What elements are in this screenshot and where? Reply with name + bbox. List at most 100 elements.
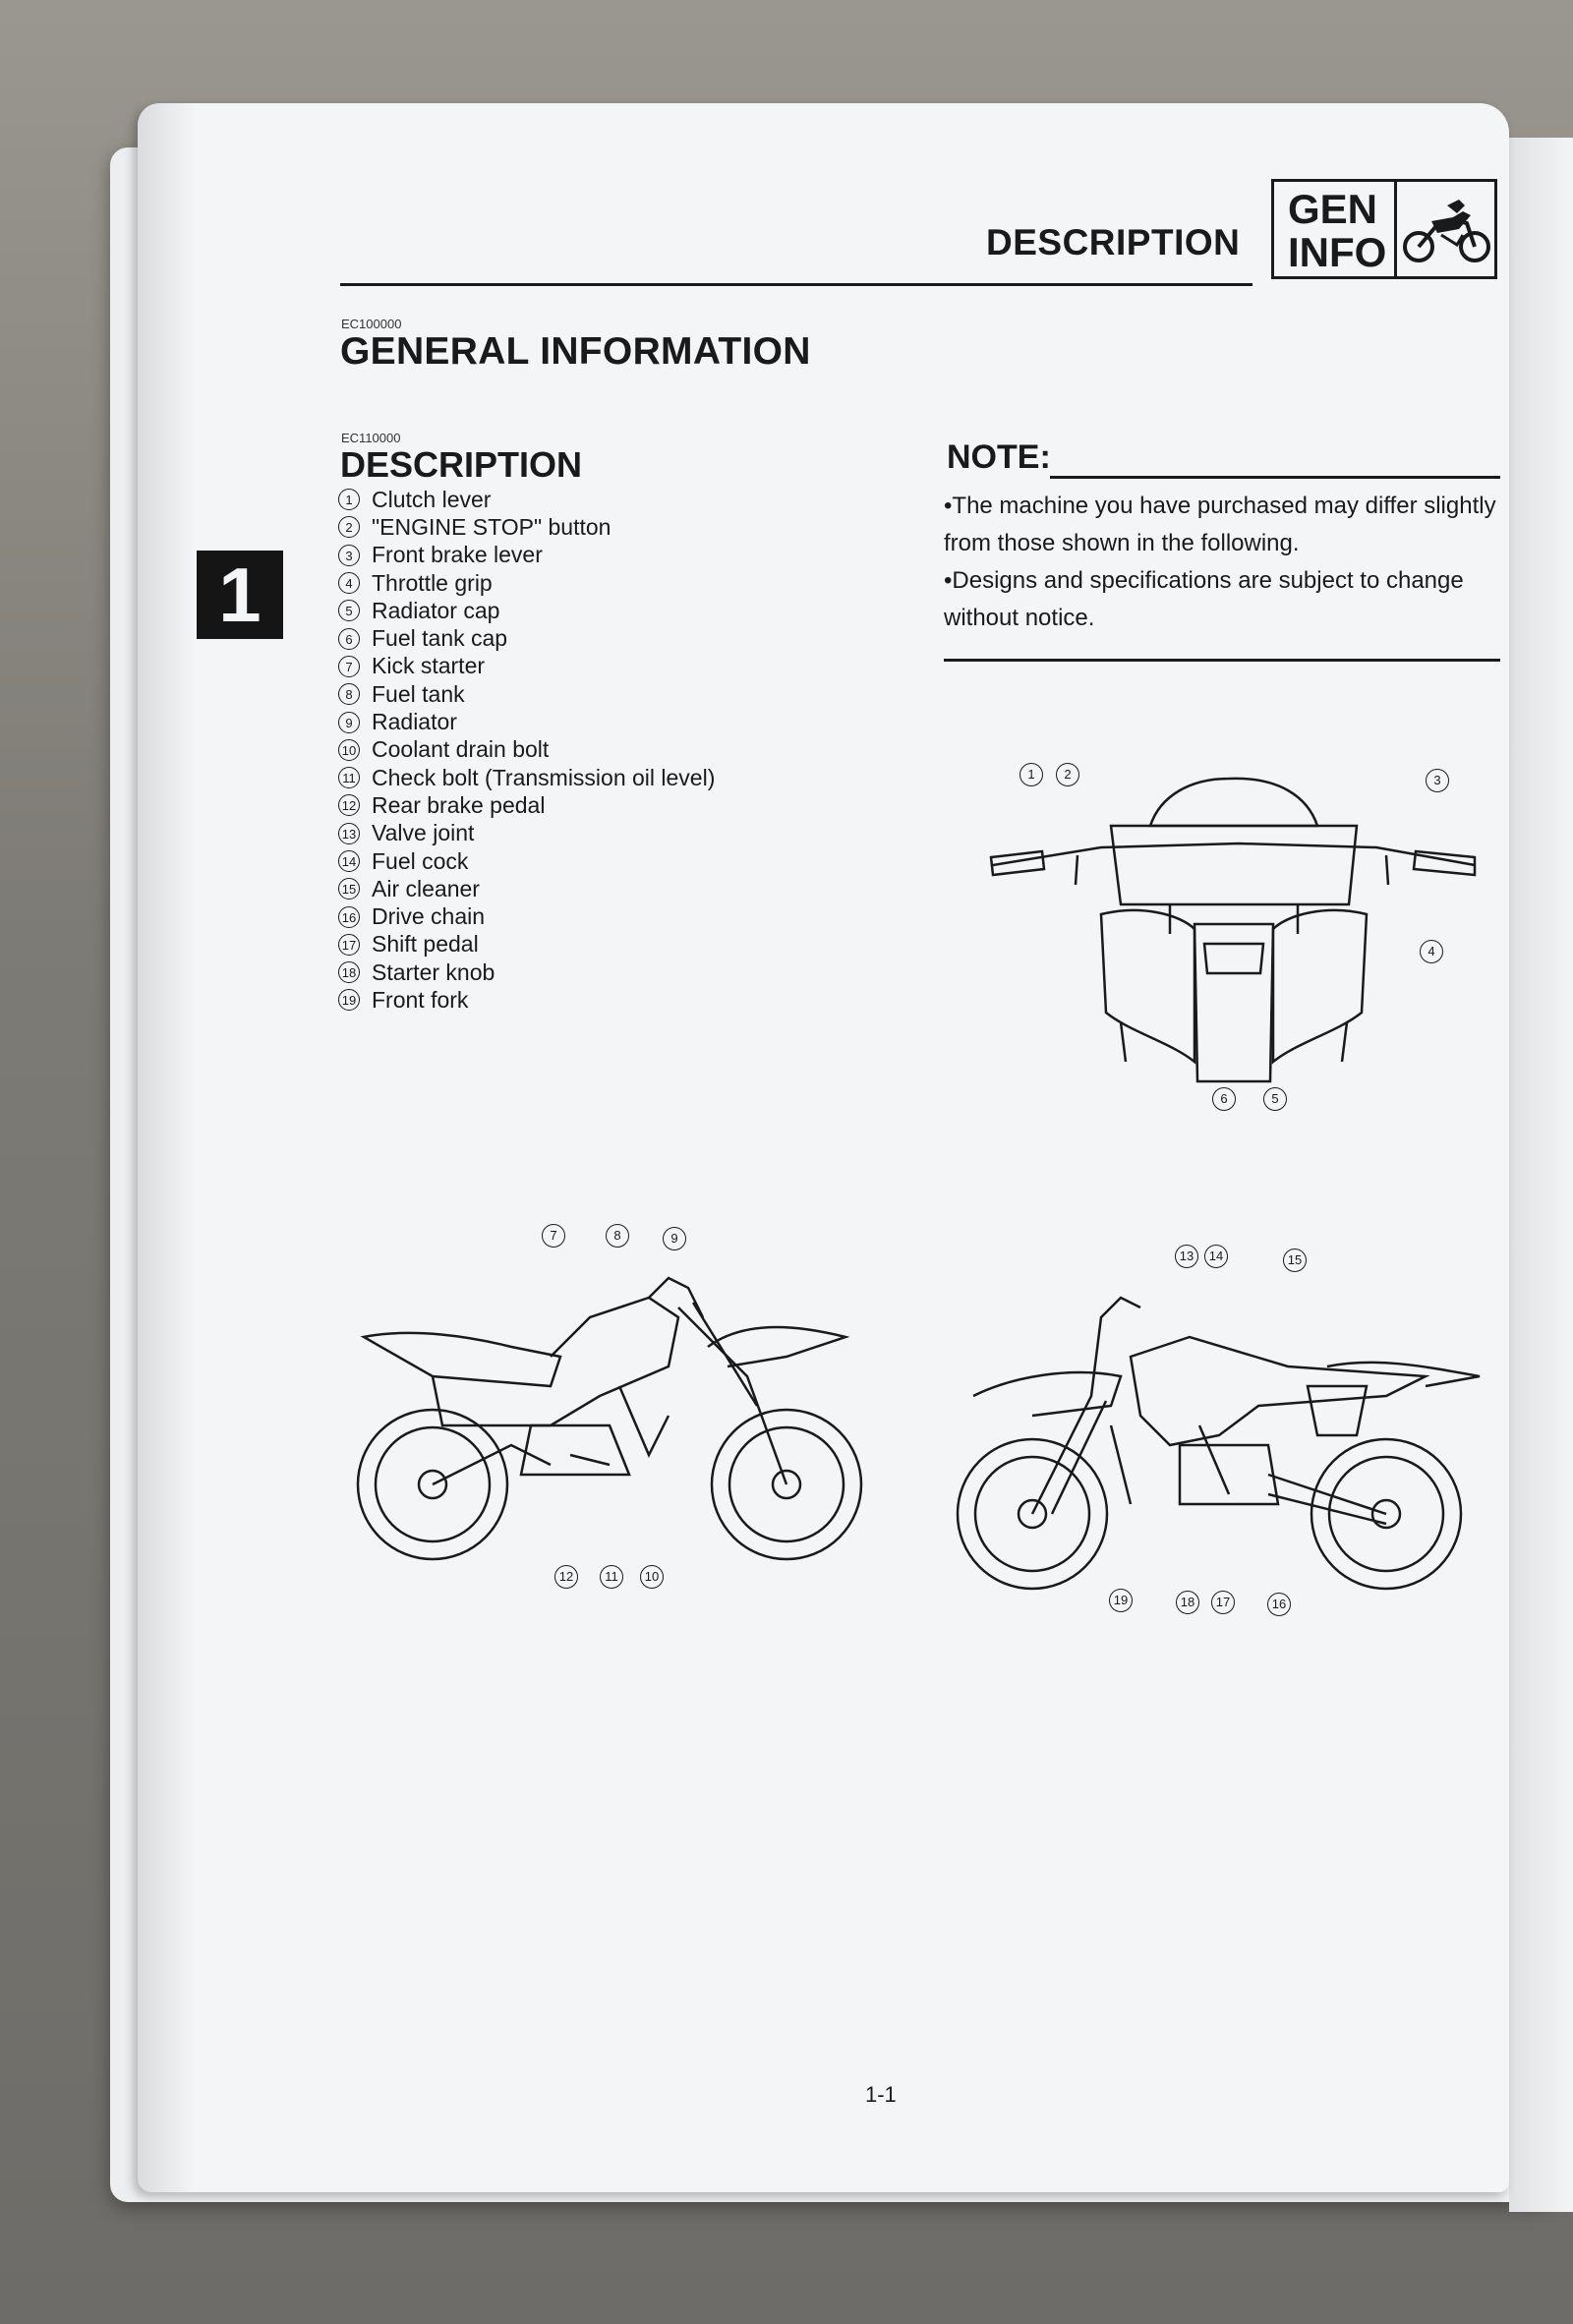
item-label: Fuel tank <box>372 680 465 707</box>
callout-2: 2 <box>1056 763 1079 786</box>
item-number: 7 <box>338 655 360 677</box>
subsection-code: EC110000 <box>341 431 401 445</box>
item-label: Clutch lever <box>372 486 492 512</box>
note-bullet: •The machine you have purchased may diff… <box>944 493 1496 556</box>
callout-9: 9 <box>663 1227 686 1250</box>
callout-4: 4 <box>1420 940 1443 963</box>
callout-18: 18 <box>1176 1591 1199 1614</box>
list-item: 2 "ENGINE STOP" button <box>338 513 715 541</box>
item-label: Starter knob <box>372 959 495 985</box>
list-item: 8 Fuel tank <box>338 680 715 708</box>
item-label: Fuel cock <box>372 847 469 874</box>
item-number: 19 <box>338 989 360 1012</box>
item-number: 4 <box>338 572 360 595</box>
item-label: "ENGINE STOP" button <box>372 513 612 540</box>
callout-3: 3 <box>1426 769 1449 792</box>
page-title: GENERAL INFORMATION <box>340 330 811 373</box>
item-number: 16 <box>338 905 360 928</box>
item-label: Front brake lever <box>372 542 543 568</box>
callout-16: 16 <box>1267 1593 1291 1616</box>
chapter-tab: 1 <box>197 551 283 639</box>
list-item: 19 Front fork <box>338 986 715 1014</box>
item-label: Check bolt (Transmission oil level) <box>372 764 716 790</box>
front-view-illustration <box>989 777 1477 1083</box>
item-number: 9 <box>338 711 360 733</box>
item-label: Throttle grip <box>372 569 493 596</box>
list-item: 6 Fuel tank cap <box>338 624 715 652</box>
item-number: 10 <box>338 738 360 761</box>
list-item: 16 Drive chain <box>338 902 715 930</box>
header-rule <box>340 283 1253 286</box>
callout-13: 13 <box>1175 1245 1198 1268</box>
callout-19: 19 <box>1109 1589 1133 1612</box>
callout-14: 14 <box>1204 1245 1228 1268</box>
note-title: NOTE: <box>947 438 1051 476</box>
callout-1: 1 <box>1020 763 1043 786</box>
callout-12: 12 <box>554 1565 578 1589</box>
badge-text: GEN INFO <box>1288 188 1386 274</box>
description-heading: DESCRIPTION <box>340 444 583 485</box>
note-bullet: •Designs and specifications are subject … <box>944 567 1464 631</box>
item-number: 1 <box>338 489 360 511</box>
page-number: 1-1 <box>865 2082 897 2107</box>
list-item: 9 Radiator <box>338 708 715 735</box>
list-item: 4 Throttle grip <box>338 569 715 597</box>
item-label: Air cleaner <box>372 875 480 901</box>
list-item: 18 Starter knob <box>338 959 715 986</box>
item-number: 18 <box>338 961 360 984</box>
item-label: Radiator <box>372 709 457 735</box>
item-label: Valve joint <box>372 820 475 846</box>
page-gutter-shadow <box>138 103 197 2192</box>
section-code: EC100000 <box>341 317 402 331</box>
list-item: 5 Radiator cap <box>338 597 715 624</box>
item-label: Rear brake pedal <box>372 791 546 818</box>
item-number: 3 <box>338 544 360 566</box>
list-item: 1 Clutch lever <box>338 486 715 513</box>
item-label: Fuel tank cap <box>372 625 508 652</box>
item-number: 15 <box>338 878 360 901</box>
item-label: Shift pedal <box>372 931 479 958</box>
item-number: 13 <box>338 822 360 844</box>
item-number: 8 <box>338 683 360 706</box>
item-label: Drive chain <box>372 903 486 930</box>
list-item: 10 Coolant drain bolt <box>338 736 715 764</box>
page-stack-edge <box>1509 138 1573 2212</box>
badge-line2: INFO <box>1288 229 1387 275</box>
list-item: 15 Air cleaner <box>338 875 715 902</box>
section-header: DESCRIPTION <box>986 222 1241 262</box>
item-label: Radiator cap <box>372 597 500 623</box>
manual-page <box>138 103 1509 2192</box>
callout-8: 8 <box>606 1224 629 1248</box>
item-number: 5 <box>338 600 360 622</box>
list-item: 7 Kick starter <box>338 653 715 680</box>
item-label: Kick starter <box>372 653 486 679</box>
list-item: 12 Rear brake pedal <box>338 791 715 819</box>
gen-info-badge: GEN INFO <box>1271 179 1497 279</box>
badge-divider <box>1394 182 1397 276</box>
note-bottom-rule <box>944 659 1500 662</box>
item-number: 11 <box>338 767 360 789</box>
left-side-illustration <box>356 1276 863 1561</box>
motorcycle-icon <box>1403 200 1490 262</box>
list-item: 11 Check bolt (Transmission oil level) <box>338 764 715 791</box>
item-label: Front fork <box>372 986 469 1013</box>
right-side-illustration <box>956 1296 1481 1591</box>
item-number: 2 <box>338 516 360 539</box>
item-number: 6 <box>338 627 360 650</box>
list-item: 3 Front brake lever <box>338 542 715 569</box>
list-item: 17 Shift pedal <box>338 931 715 959</box>
item-number: 12 <box>338 794 360 817</box>
callout-11: 11 <box>600 1565 623 1589</box>
list-item: 14 Fuel cock <box>338 847 715 875</box>
list-item: 13 Valve joint <box>338 820 715 847</box>
item-number: 14 <box>338 850 360 872</box>
callout-10: 10 <box>640 1565 664 1589</box>
callout-5: 5 <box>1263 1087 1287 1111</box>
callout-15: 15 <box>1283 1249 1307 1272</box>
item-label: Coolant drain bolt <box>372 736 550 763</box>
item-number: 17 <box>338 933 360 956</box>
callout-17: 17 <box>1211 1591 1235 1614</box>
callout-7: 7 <box>542 1224 565 1248</box>
badge-line1: GEN <box>1288 186 1378 232</box>
